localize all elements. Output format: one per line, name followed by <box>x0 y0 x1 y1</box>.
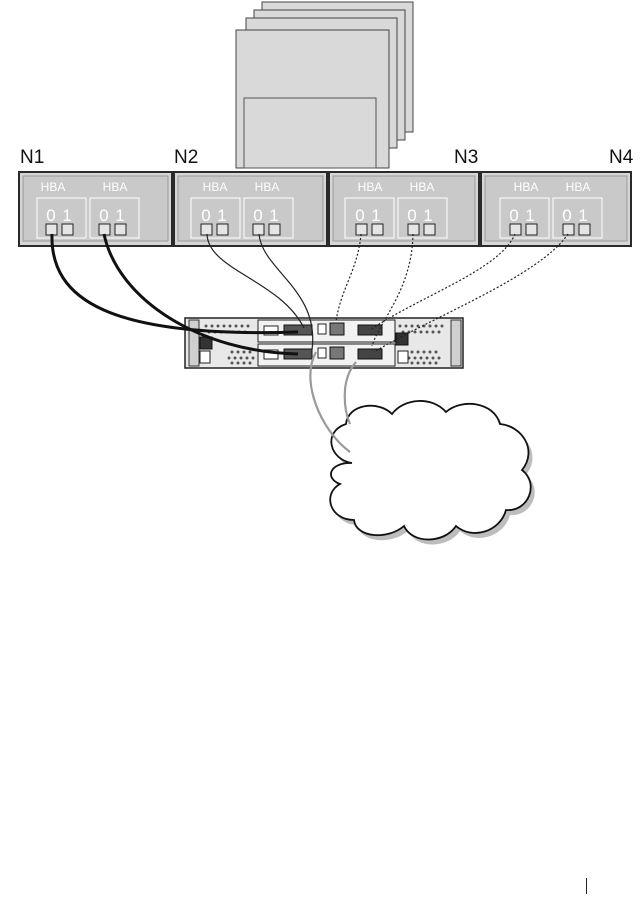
hba-label: HBA <box>41 180 66 194</box>
hba-port-number: 0 <box>509 206 518 225</box>
hba-label: HBA <box>410 180 435 194</box>
hba-port-number: 1 <box>423 206 432 225</box>
cables-storage-to-network <box>309 351 357 453</box>
hba-port-number: 0 <box>46 206 55 225</box>
node-n1: HBA HBA 0 1 0 1 <box>18 171 173 247</box>
hba-port-number: 1 <box>578 206 587 225</box>
hba-port-number: 0 <box>407 206 416 225</box>
hba-port-number: 1 <box>269 206 278 225</box>
hba-port-number: 1 <box>115 206 124 225</box>
node-n4: HBA HBA 0 1 0 1 <box>480 171 632 247</box>
hba-port-number: 1 <box>217 206 226 225</box>
hba-label: HBA <box>203 180 228 194</box>
page-footer-rule <box>586 878 587 894</box>
hba-port-number: 0 <box>99 206 108 225</box>
node-label-n2: N2 <box>174 147 198 168</box>
cables-node-n4 <box>369 233 569 353</box>
node-label-n4: N4 <box>609 147 634 168</box>
cables-node-n2 <box>206 233 314 351</box>
hba-port-number: 0 <box>355 206 364 225</box>
hba-port-number: 1 <box>62 206 71 225</box>
hba-port-number: 1 <box>525 206 534 225</box>
node-n2: HBA HBA 0 1 0 1 <box>173 171 328 247</box>
stacked-client-servers-icon <box>235 1 414 169</box>
hba-label: HBA <box>514 180 539 194</box>
hba-port-number: 0 <box>562 206 571 225</box>
node-n3: HBA HBA 0 1 0 1 <box>328 171 480 247</box>
hba-label: HBA <box>358 180 383 194</box>
cables-node-n3 <box>335 233 414 347</box>
network-cloud-icon <box>329 400 535 545</box>
hba-label: HBA <box>103 180 128 194</box>
hba-port-number: 0 <box>201 206 210 225</box>
node-label-n1: N1 <box>20 147 44 168</box>
node-label-n3: N3 <box>454 147 478 168</box>
hba-port-number: 1 <box>371 206 380 225</box>
hba-label: HBA <box>566 180 591 194</box>
hba-port-number: 0 <box>253 206 262 225</box>
hba-label: HBA <box>255 180 280 194</box>
cables-node-n1 <box>50 233 299 356</box>
